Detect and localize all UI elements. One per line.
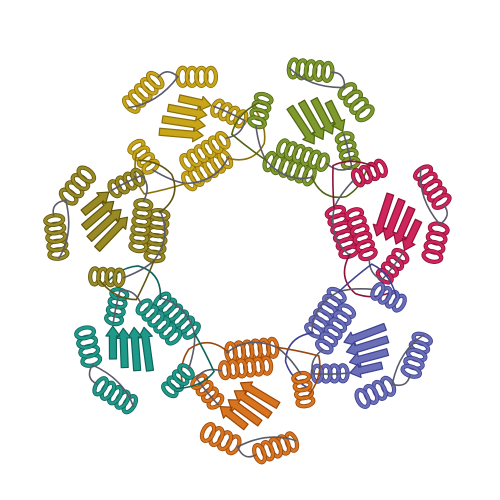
subunit-chain-a — [121, 65, 266, 195]
subunit-chain-d — [284, 263, 433, 409]
subunit-chain-g — [43, 159, 176, 301]
subunit-chain-c — [324, 158, 452, 298]
subunit-chain-f — [74, 265, 215, 415]
subunit-chain-b — [230, 57, 375, 199]
subunit-chain-e — [180, 336, 321, 465]
